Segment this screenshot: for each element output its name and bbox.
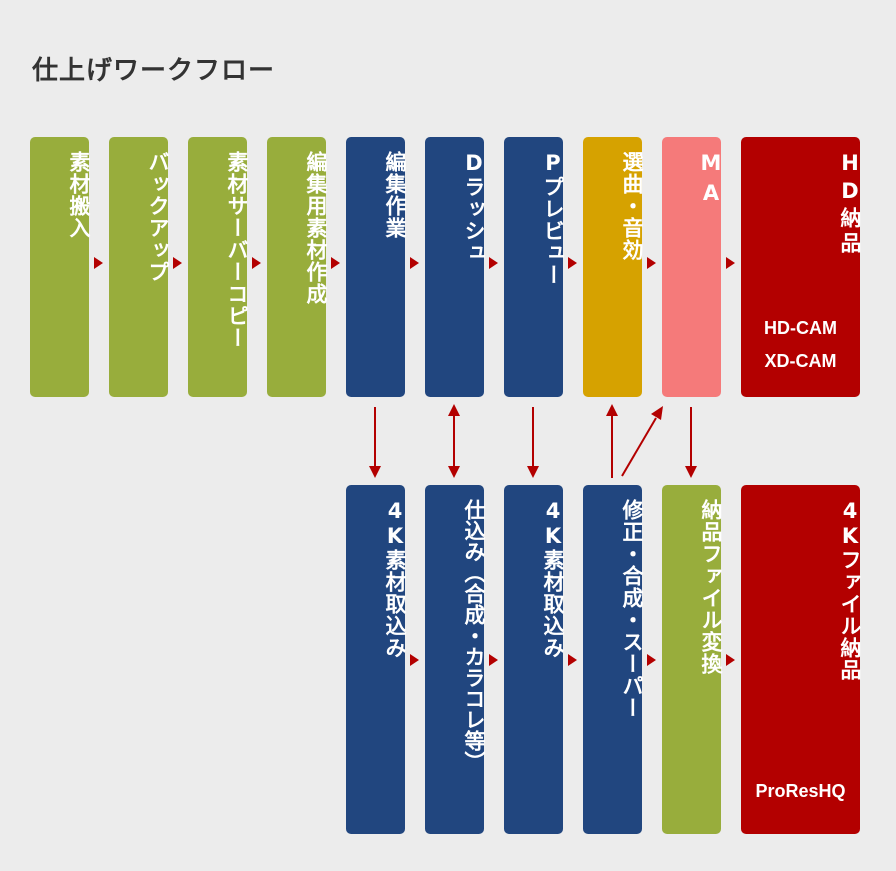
arrow-right-icon <box>252 257 261 269</box>
step-hd-delivery: HD納品 HD-CAM XD-CAM <box>741 137 862 397</box>
arrow-right-icon <box>726 257 735 269</box>
page-title: 仕上げワークフロー <box>32 56 276 86</box>
step-editing: 編集作業 <box>346 137 407 397</box>
step-4k-import-2: 4K素材取込み <box>504 485 565 834</box>
arrow-right-icon <box>568 257 577 269</box>
step-backup: バックアップ <box>109 137 170 397</box>
arrow-diagonal-icon <box>621 417 657 477</box>
step-label: 修正・合成・スーパー <box>620 499 644 719</box>
step-server-copy: 素材サーバーコピー <box>188 137 249 397</box>
hd-format-hdcam: HD-CAM <box>764 318 837 338</box>
arrow-right-icon <box>489 654 498 666</box>
step-music-sfx: 選曲・音効 <box>583 137 644 397</box>
arrow-right-icon <box>489 257 498 269</box>
step-label: 素材サーバーコピー <box>225 151 249 349</box>
arrow-right-icon <box>647 257 656 269</box>
arrow-right-icon <box>568 654 577 666</box>
step-label: 4Kファイル納品 <box>838 499 862 681</box>
step-file-conversion: 納品ファイル変換 <box>662 485 723 834</box>
step-material-import: 素材搬入 <box>30 137 91 397</box>
step-4k-delivery: 4Kファイル納品 ProResHQ <box>741 485 862 834</box>
step-4k-import: 4K素材取込み <box>346 485 407 834</box>
step-p-preview: Pプレビュー <box>504 137 565 397</box>
arrow-right-icon <box>726 654 735 666</box>
step-label: 仕込み（合成・カラコレ等） <box>462 499 486 772</box>
step-label: 編集用素材作成 <box>304 151 328 305</box>
hd-format-xdcam: XD-CAM <box>764 351 837 371</box>
step-ma: MA <box>662 137 723 397</box>
step-label: Dラッシュ <box>462 151 486 264</box>
arrow-right-icon <box>410 654 419 666</box>
step-label: 素材搬入 <box>67 151 91 239</box>
top-row-arrowheads <box>94 257 735 269</box>
arrow-right-icon <box>94 257 103 269</box>
step-d-rush: Dラッシュ <box>425 137 486 397</box>
vertical-connectors <box>369 404 697 478</box>
step-edit-material: 編集用素材作成 <box>267 137 328 397</box>
step-prep-compositing: 仕込み（合成・カラコレ等） <box>425 485 486 834</box>
arrow-right-icon <box>647 654 656 666</box>
bottom-row-arrowheads <box>410 654 735 666</box>
step-label: 編集作業 <box>383 151 407 239</box>
step-label: Pプレビュー <box>541 151 565 286</box>
step-fix-compositing: 修正・合成・スーパー <box>583 485 644 834</box>
arrow-right-icon <box>331 257 340 269</box>
4k-format-prores: ProResHQ <box>755 781 846 801</box>
arrow-right-icon <box>410 257 419 269</box>
step-label: 選曲・音効 <box>620 151 644 261</box>
step-label: バックアップ <box>146 151 170 283</box>
step-label: 4K素材取込み <box>383 499 407 659</box>
step-label: 4K素材取込み <box>541 499 565 659</box>
step-label: HD納品 <box>838 151 862 257</box>
step-label: 納品ファイル変換 <box>699 499 723 675</box>
step-label: MA <box>699 151 723 211</box>
arrow-right-icon <box>173 257 182 269</box>
